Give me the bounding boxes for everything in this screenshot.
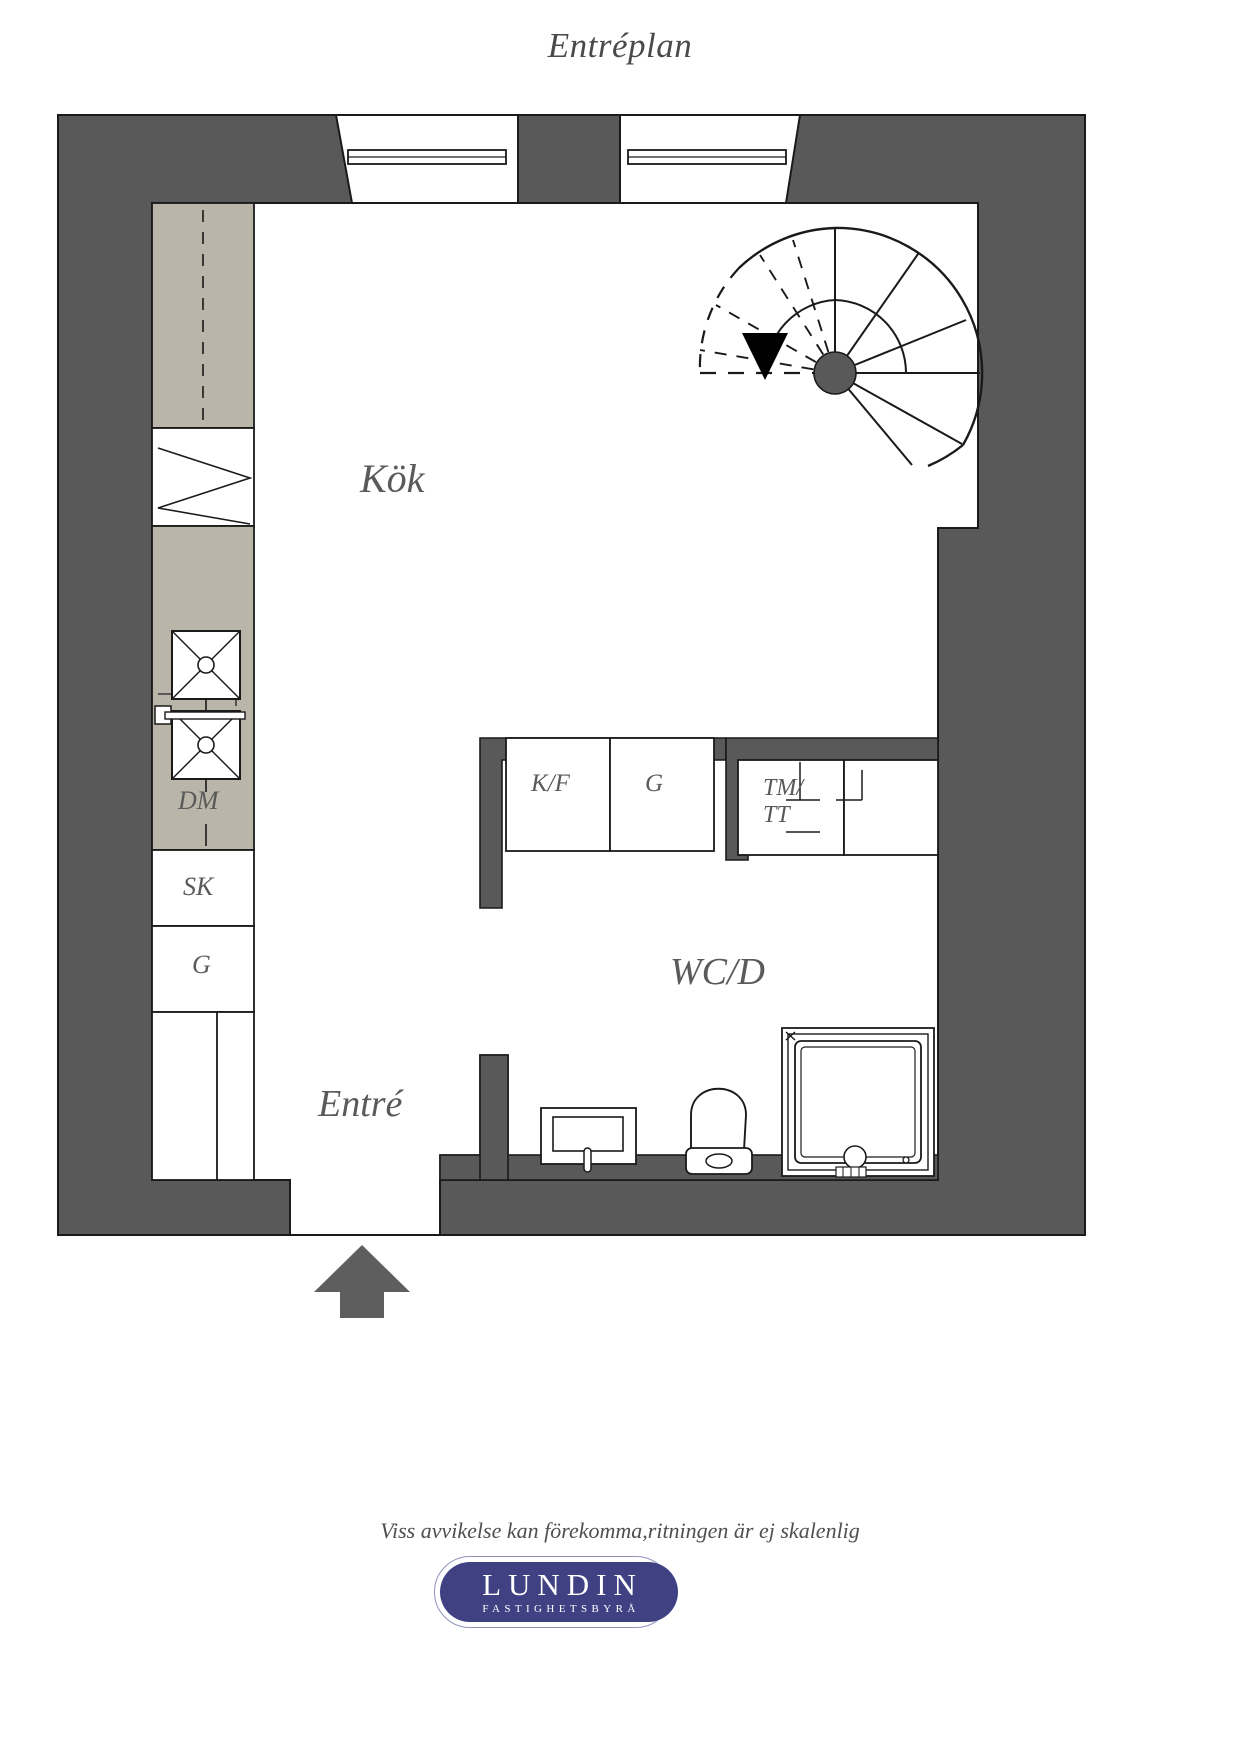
toilet bbox=[685, 1087, 753, 1175]
washer-dryer-unit bbox=[725, 737, 939, 861]
page-title: Entréplan bbox=[547, 26, 693, 65]
room-label-entre: Entré bbox=[318, 1083, 403, 1125]
kitchen-cabinet-run bbox=[151, 202, 255, 1181]
shower-cabin bbox=[781, 1027, 935, 1178]
window-left bbox=[334, 114, 519, 204]
fixture-label-stove-center: G bbox=[645, 770, 664, 797]
brand-logo: LUNDIN FASTIGHETSBYRÅ bbox=[434, 1556, 678, 1630]
fridge-stove-unit bbox=[479, 737, 727, 909]
disclaimer-text: Viss avvikelse kan förekomma,ritningen ä… bbox=[380, 1518, 860, 1543]
room-label-kok: Kök bbox=[360, 456, 425, 501]
window-right bbox=[619, 114, 802, 204]
fixture-label-sk: SK bbox=[183, 872, 214, 901]
spiral-staircase bbox=[698, 226, 984, 468]
fixture-label-tm-tt: TM/ TT bbox=[763, 775, 803, 829]
logo-tagline: FASTIGHETSBYRÅ bbox=[482, 1603, 640, 1615]
fixture-label-tm-line2: TT bbox=[763, 801, 790, 828]
logo-pill: LUNDIN FASTIGHETSBYRÅ bbox=[440, 1562, 678, 1622]
wash-basin bbox=[540, 1107, 637, 1173]
room-label-wcd: WC/D bbox=[670, 951, 765, 993]
fixture-label-kf: K/F bbox=[531, 770, 570, 797]
fixture-label-dm: DM bbox=[178, 786, 219, 815]
logo-name: LUNDIN bbox=[482, 1567, 643, 1602]
fixture-label-stove-left: G bbox=[192, 950, 211, 979]
entrance-direction-arrow bbox=[314, 1245, 410, 1318]
fixture-label-tm-line1: TM/ bbox=[763, 775, 804, 801]
